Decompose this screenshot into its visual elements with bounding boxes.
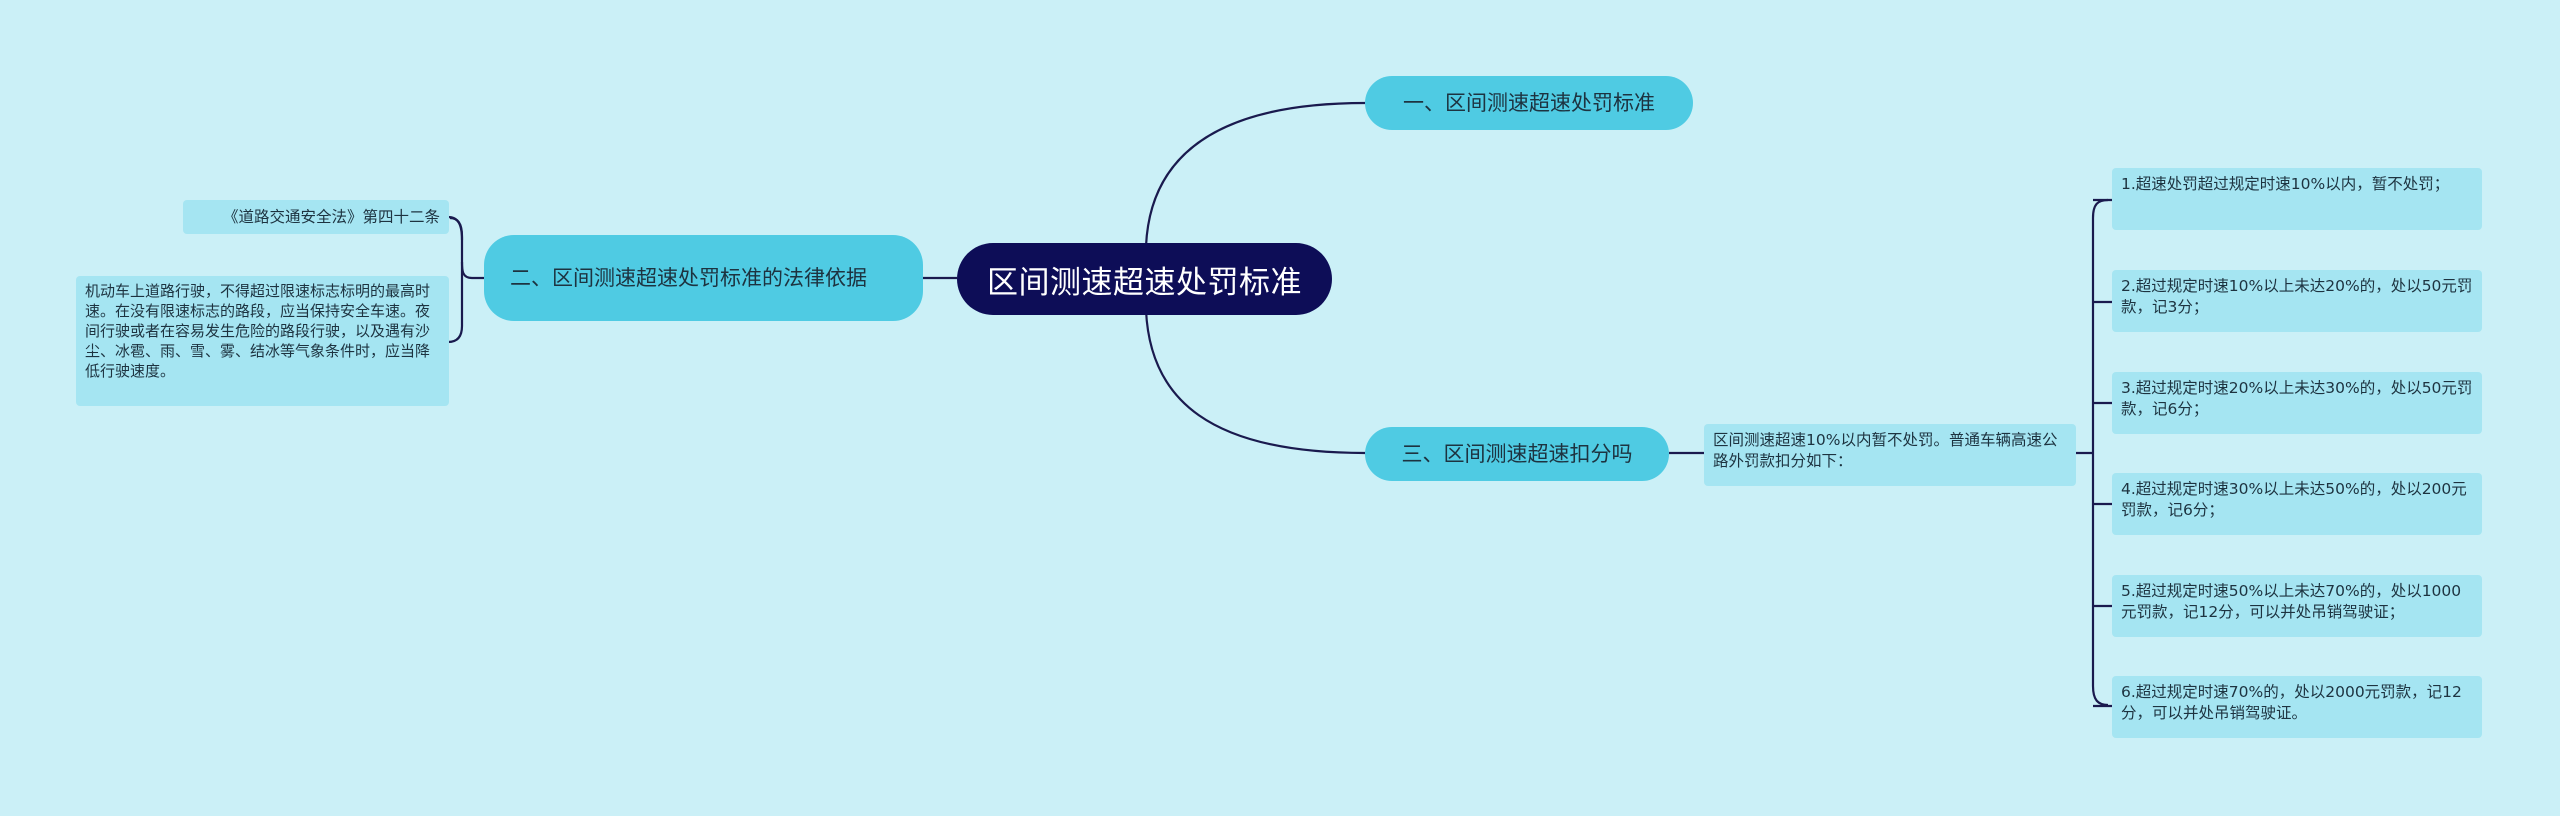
branch-points-deduction[interactable]: 三、区间测速超速扣分吗 (1365, 427, 1669, 481)
leaf-rule-3-text: 3.超过规定时速20%以上未达30%的，处以50元罚款，记6分； (2121, 379, 2473, 418)
branch-legal-basis-label: 二、区间测速超速处罚标准的法律依据 (510, 266, 867, 290)
link-b2-bracket (449, 216, 484, 280)
leaf-rule-4[interactable]: 4.超过规定时速30%以上未达50%的，处以200元罚款，记6分； (2112, 473, 2482, 535)
leaf-rule-3[interactable]: 3.超过规定时速20%以上未达30%的，处以50元罚款，记6分； (2112, 372, 2482, 434)
branch-points-deduction-label: 三、区间测速超速扣分吗 (1401, 442, 1633, 466)
leaf-rule-6[interactable]: 6.超过规定时速70%的，处以2000元罚款，记12分，可以并处吊销驾驶证。 (2112, 676, 2482, 738)
root-topic[interactable]: 区间测速超速处罚标准 (957, 243, 1332, 315)
link-root-b3 (1144, 309, 1366, 455)
leaf-traffic-law-article-text: 《道路交通安全法》第四十二条 (222, 208, 440, 226)
root-topic-label: 区间测速超速处罚标准 (987, 264, 1302, 301)
link-b2-c1 (447, 215, 464, 241)
branch-legal-basis[interactable]: 二、区间测速超速处罚标准的法律依据 (484, 235, 923, 321)
leaf-rule-4-text: 4.超过规定时速30%以上未达50%的，处以200元罚款，记6分； (2121, 480, 2467, 519)
branch-penalty-standard-label: 一、区间测速超速处罚标准 (1403, 91, 1655, 115)
leaf-law-text-content: 机动车上道路行驶，不得超过限速标志标明的最高时速。在没有限速标志的路段，应当保持… (85, 282, 431, 380)
leaf-points-intro[interactable]: 区间测速超速10%以内暂不处罚。普通车辆高速公路外罚款扣分如下： (1704, 424, 2076, 486)
leaf-rule-2[interactable]: 2.超过规定时速10%以上未达20%的，处以50元罚款，记3分； (2112, 270, 2482, 332)
branch-penalty-standard[interactable]: 一、区间测速超速处罚标准 (1365, 76, 1693, 130)
leaf-rule-2-text: 2.超过规定时速10%以上未达20%的，处以50元罚款，记3分； (2121, 277, 2473, 316)
link-root-b1 (1144, 101, 1366, 247)
leaf-rule-1[interactable]: 1.超速处罚超过规定时速10%以内，暂不处罚； (2112, 168, 2482, 230)
leaf-rule-6-text: 6.超过规定时速70%的，处以2000元罚款，记12分，可以并处吊销驾驶证。 (2121, 683, 2462, 722)
leaf-rule-5[interactable]: 5.超过规定时速50%以上未达70%的，处以1000元罚款，记12分，可以并处吊… (2112, 575, 2482, 637)
leaf-traffic-law-article[interactable]: 《道路交通安全法》第四十二条 (183, 200, 449, 234)
leaf-points-intro-text: 区间测速超速10%以内暂不处罚。普通车辆高速公路外罚款扣分如下： (1713, 431, 2058, 470)
leaf-rule-5-text: 5.超过规定时速50%以上未达70%的，处以1000元罚款，记12分，可以并处吊… (2121, 582, 2462, 621)
link-b2-bracket-lower (447, 262, 464, 344)
b3-bracket-spine (2091, 198, 2109, 707)
leaf-rule-1-text: 1.超速处罚超过规定时速10%以内，暂不处罚； (2121, 175, 2450, 193)
leaf-law-text[interactable]: 机动车上道路行驶，不得超过限速标志标明的最高时速。在没有限速标志的路段，应当保持… (76, 276, 449, 406)
